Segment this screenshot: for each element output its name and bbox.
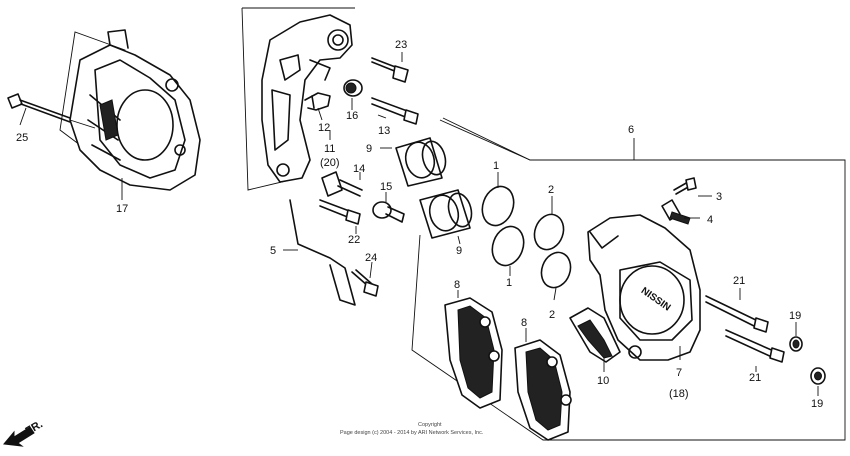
label-15: 15 [380,181,392,193]
copyright-line-2: Page design (c) 2004 - 2014 by ARI Netwo… [340,430,484,436]
label-2-upper: 2 [548,184,554,196]
boot-16 [343,79,363,97]
bleeder-cap-4 [661,199,691,225]
part-labels: 25 17 23 16 12 13 11 (20) 9 14 15 22 5 2… [16,39,823,410]
label-9-upper: 9 [366,143,372,155]
label-7-alt: (18) [669,388,689,400]
plug-19-lower [810,367,826,385]
piston-9-lower [419,189,473,239]
spring-5 [289,199,356,306]
caliper-body-7: NISSIN [587,214,701,361]
label-22: 22 [348,234,360,246]
pin-13 [371,97,419,125]
label-4: 4 [707,214,713,226]
pad-pin-21-lower [725,329,785,363]
spring-clip-12 [304,92,331,111]
label-21-upper: 21 [733,275,745,287]
boot-15 [372,201,405,223]
arrow-icon [3,426,35,447]
direction-label: FR. [24,418,45,437]
brake-pad-8-right [514,339,572,441]
label-24: 24 [365,252,377,264]
label-3: 3 [716,191,722,203]
label-23: 23 [395,39,407,51]
pad-shim-10 [569,307,621,363]
bolt-23 [371,57,409,83]
bracket-11 [261,14,353,183]
leader-lines [19,52,819,396]
dust-seal-2-upper [533,213,565,251]
pad-pin-21-upper [705,295,769,333]
label-12: 12 [318,122,330,134]
copyright-line-1: Copyright [418,422,442,428]
caliper-assembly-17 [69,29,201,191]
label-9-lower: 9 [456,245,462,257]
seal-1-lower [491,225,525,267]
seal-1-upper [481,185,515,227]
bolt-24 [351,269,379,297]
label-19-upper: 19 [789,310,801,322]
plug-19-upper [789,336,803,352]
bleeder-valve-3 [673,177,697,195]
label-16: 16 [346,110,358,122]
label-2-lower: 2 [549,309,555,321]
label-5: 5 [270,245,276,257]
label-13: 13 [378,125,390,137]
pin-14 [321,171,363,197]
bolt-25 [7,93,96,129]
label-11-alt: (20) [320,157,340,169]
label-11: 11 [324,143,335,155]
label-7: 7 [676,367,682,379]
brake-pad-8-left [444,297,503,409]
dust-seal-2-lower [540,251,572,289]
label-8-left: 8 [454,279,460,291]
label-19-lower: 19 [811,398,823,410]
label-14: 14 [353,163,365,175]
label-6: 6 [628,124,634,136]
label-25: 25 [16,132,28,144]
label-1-upper: 1 [493,160,499,172]
label-1-lower: 1 [506,277,512,289]
label-21-lower: 21 [749,372,761,384]
copyright-notice: Copyright Page design (c) 2004 - 2014 by… [340,422,484,436]
front-direction-indicator: FR. [3,418,45,447]
piston-9-upper [395,137,447,187]
label-17: 17 [116,203,128,215]
bolt-22 [319,199,361,225]
label-8-right: 8 [521,317,527,329]
frame-lines [59,7,846,441]
label-10: 10 [597,375,609,387]
